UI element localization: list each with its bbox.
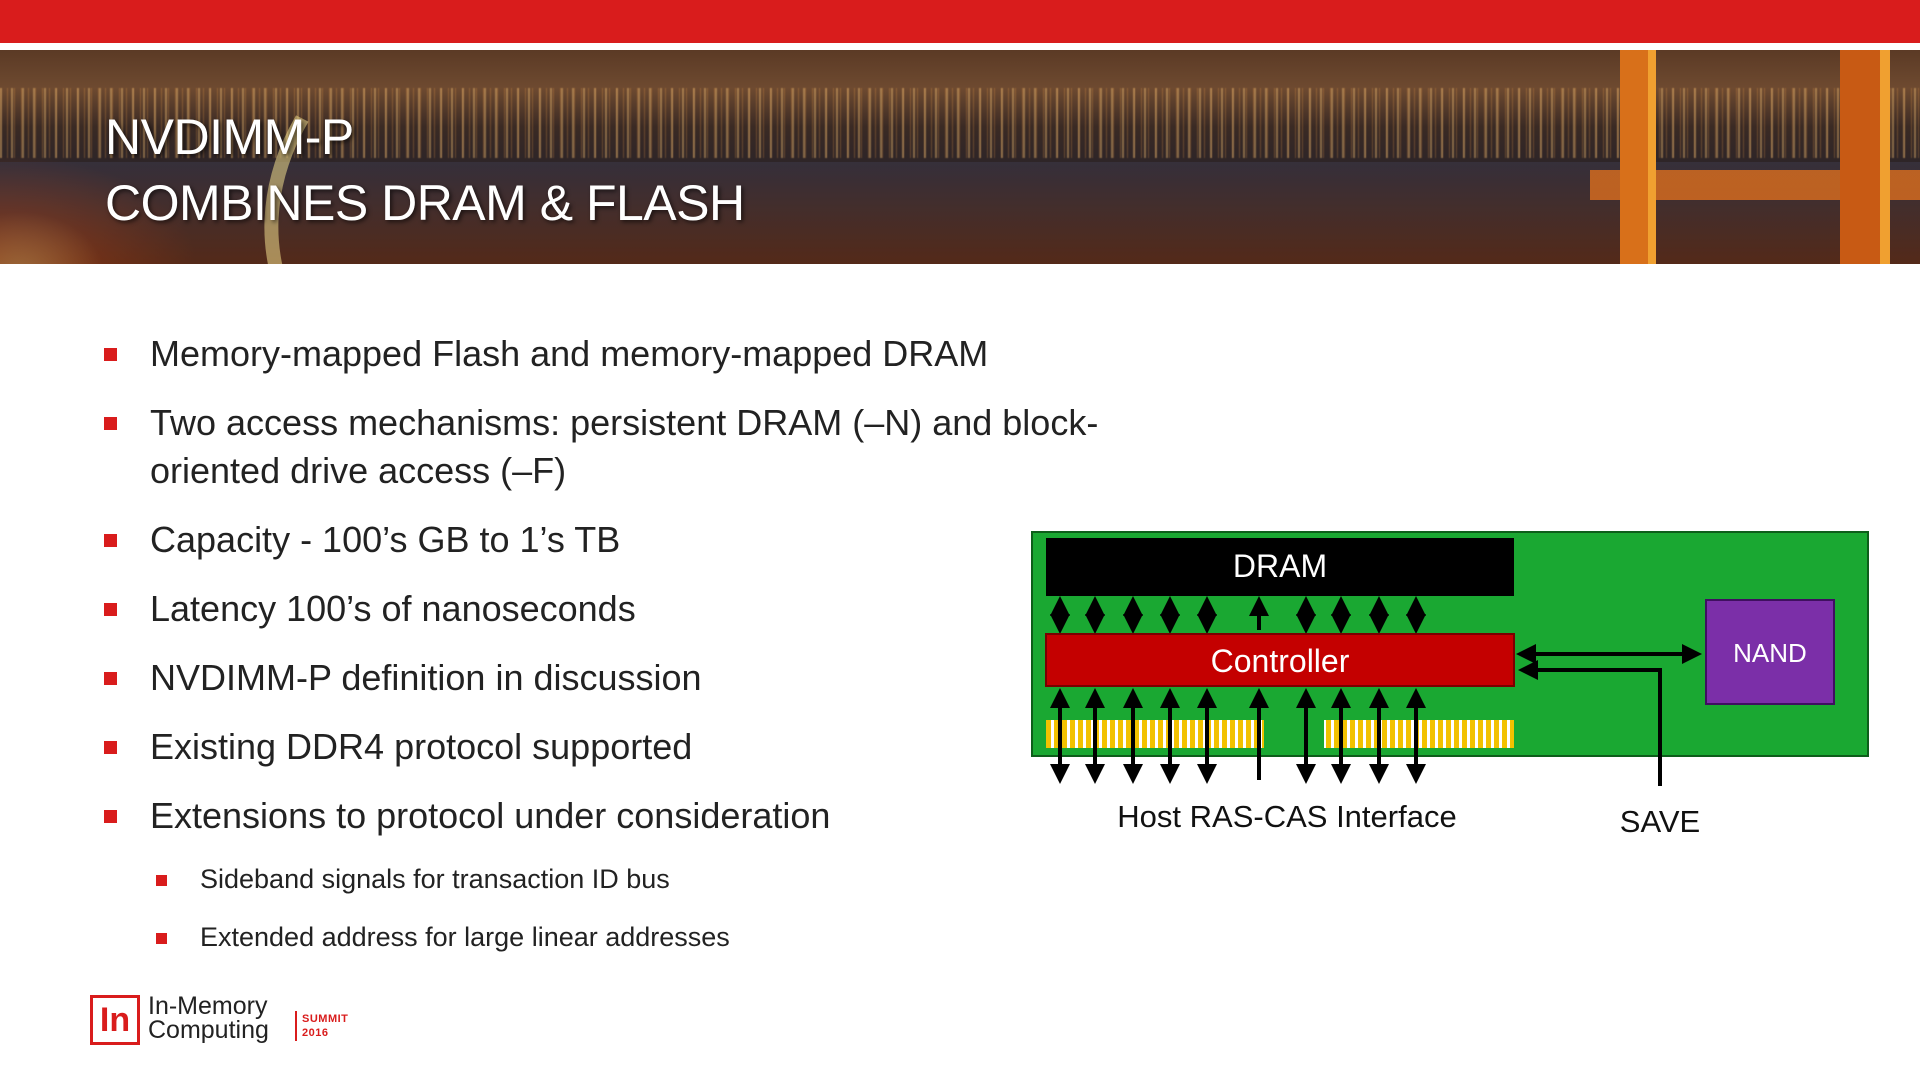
edge-connector-right	[1324, 720, 1514, 748]
bullet-text: Capacity - 100’s GB to 1’s TB	[150, 519, 621, 560]
dram-block	[1046, 538, 1514, 596]
bullet-item: Extensions to protocol under considerati…	[100, 792, 1120, 840]
bullet-text-line: Two access mechanisms: persistent DRAM (…	[150, 402, 1099, 443]
bullet-square-icon	[104, 741, 117, 754]
bridge-tower-decoration	[1590, 50, 1920, 264]
bullet-item: Memory-mapped Flash and memory-mapped DR…	[100, 330, 1120, 378]
bullet-square-icon	[104, 417, 117, 430]
bullet-item: Latency 100’s of nanoseconds	[100, 585, 1120, 633]
logo-year-text: 2016	[302, 1027, 329, 1039]
sub-bullet-item: Extended address for large linear addres…	[100, 919, 1120, 955]
slide-title: NVDIMM-P COMBINES DRAM & FLASH	[105, 104, 745, 236]
bullet-square-icon	[104, 348, 117, 361]
nvdimm-diagram: DRAM Controller NAND Host RAS-CAS Interf…	[1030, 530, 1870, 850]
bullet-text: Existing DDR4 protocol supported	[150, 726, 693, 767]
bullet-text: Memory-mapped Flash and memory-mapped DR…	[150, 333, 989, 374]
logo-separator	[295, 1011, 297, 1041]
save-arrow	[1518, 660, 1662, 786]
bullet-list: Memory-mapped Flash and memory-mapped DR…	[100, 330, 1120, 977]
logo-text-line-2: Computing	[148, 1016, 269, 1044]
sub-bullet-text: Sideband signals for transaction ID bus	[200, 864, 670, 894]
dram-controller-arrows	[1050, 596, 1426, 634]
controller-block	[1045, 633, 1515, 687]
bullet-item: NVDIMM-P definition in discussion	[100, 654, 1120, 702]
title-line-1: NVDIMM-P	[105, 109, 354, 165]
controller-label: Controller	[1211, 643, 1350, 679]
bullet-square-icon	[104, 603, 117, 616]
in-memory-computing-summit-logo: In In-Memory Computing SUMMIT 2016	[90, 993, 390, 1049]
nand-label: NAND	[1733, 638, 1807, 668]
bullet-item: Two access mechanisms: persistent DRAM (…	[100, 399, 1120, 495]
bullet-text-line: oriented drive access (–F)	[150, 450, 567, 491]
header-banner-image	[0, 50, 1920, 264]
logo-summit-text: SUMMIT	[302, 1013, 349, 1025]
logo-mark: In	[90, 995, 140, 1045]
bullet-square-icon	[104, 672, 117, 685]
host-interface-label: Host RAS-CAS Interface	[1117, 799, 1456, 834]
nand-block	[1705, 599, 1835, 705]
bullet-text: Extensions to protocol under considerati…	[150, 795, 831, 836]
bullet-square-icon	[156, 933, 167, 944]
logo-mark-text: In	[99, 1001, 131, 1039]
save-label: SAVE	[1620, 804, 1700, 839]
title-line-2: COMBINES DRAM & FLASH	[105, 175, 745, 231]
bullet-square-icon	[156, 875, 167, 886]
bullet-square-icon	[104, 810, 117, 823]
sub-bullet-text: Extended address for large linear addres…	[200, 922, 730, 952]
logo-text-line-1: In-Memory	[148, 992, 268, 1020]
bullet-text: Latency 100’s of nanoseconds	[150, 588, 636, 629]
bullet-item: Capacity - 100’s GB to 1’s TB	[100, 516, 1120, 564]
host-interface-arrows	[1050, 688, 1426, 784]
top-accent-bar	[0, 0, 1920, 43]
dram-label: DRAM	[1233, 548, 1327, 584]
bullet-text: NVDIMM-P definition in discussion	[150, 657, 702, 698]
bullet-item: Existing DDR4 protocol supported	[100, 723, 1120, 771]
bullet-square-icon	[104, 534, 117, 547]
edge-connector-left	[1046, 720, 1264, 748]
sub-bullet-item: Sideband signals for transaction ID bus	[100, 861, 1120, 897]
